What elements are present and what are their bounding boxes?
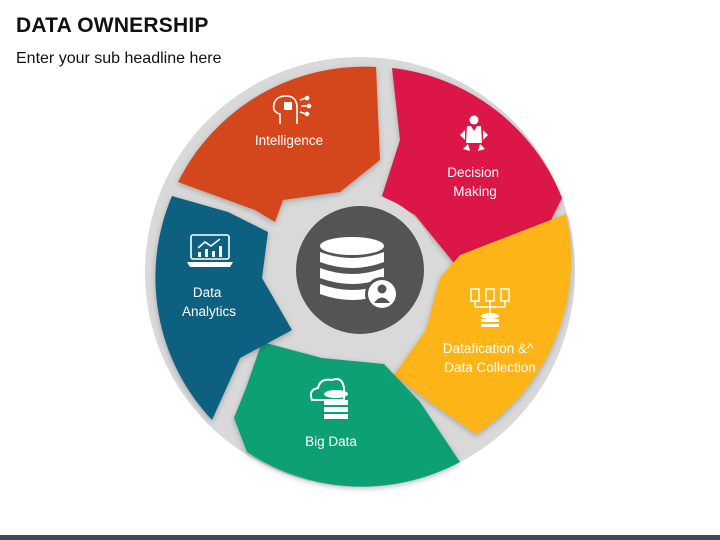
cloud-database-icon xyxy=(309,378,348,419)
segment-decision-making[interactable] xyxy=(382,68,562,268)
center-hub xyxy=(296,206,424,334)
label-decision-making-line-1: Decision xyxy=(447,165,499,180)
segment-data-analytics[interactable] xyxy=(155,196,292,420)
analytics-laptop-icon xyxy=(187,234,233,267)
decision-person-icon xyxy=(460,115,488,151)
label-decision-making-line-2: Making xyxy=(453,184,497,199)
segment-intelligence-shape xyxy=(178,66,380,222)
label-data-analytics-line-1: Data xyxy=(193,285,222,300)
label-data-analytics: Data Analytics xyxy=(182,285,236,319)
label-big-data: Big Data xyxy=(305,434,357,449)
segment-intelligence[interactable] xyxy=(178,66,380,222)
label-intelligence: Intelligence xyxy=(255,133,323,148)
segment-decision-making-shape xyxy=(382,68,562,268)
label-datafication-line-2: Data Collection xyxy=(444,360,536,375)
footer-bar xyxy=(0,535,720,540)
label-data-analytics-line-2: Analytics xyxy=(182,304,236,319)
segment-data-analytics-shape xyxy=(155,196,292,420)
page-subtitle: Enter your sub headline here xyxy=(16,50,222,67)
data-collection-icon xyxy=(470,288,510,327)
database-user-icon xyxy=(320,237,399,311)
label-decision-making: Decision Making xyxy=(447,165,503,199)
label-intelligence-line: Intelligence xyxy=(255,133,323,148)
label-datafication: Datafication &^ Data Collection xyxy=(443,341,537,375)
label-big-data-line: Big Data xyxy=(305,434,357,449)
brain-chip-icon xyxy=(272,95,312,124)
page-title: DATA OWNERSHIP xyxy=(16,14,209,37)
label-datafication-line-1: Datafication &^ xyxy=(443,341,534,356)
